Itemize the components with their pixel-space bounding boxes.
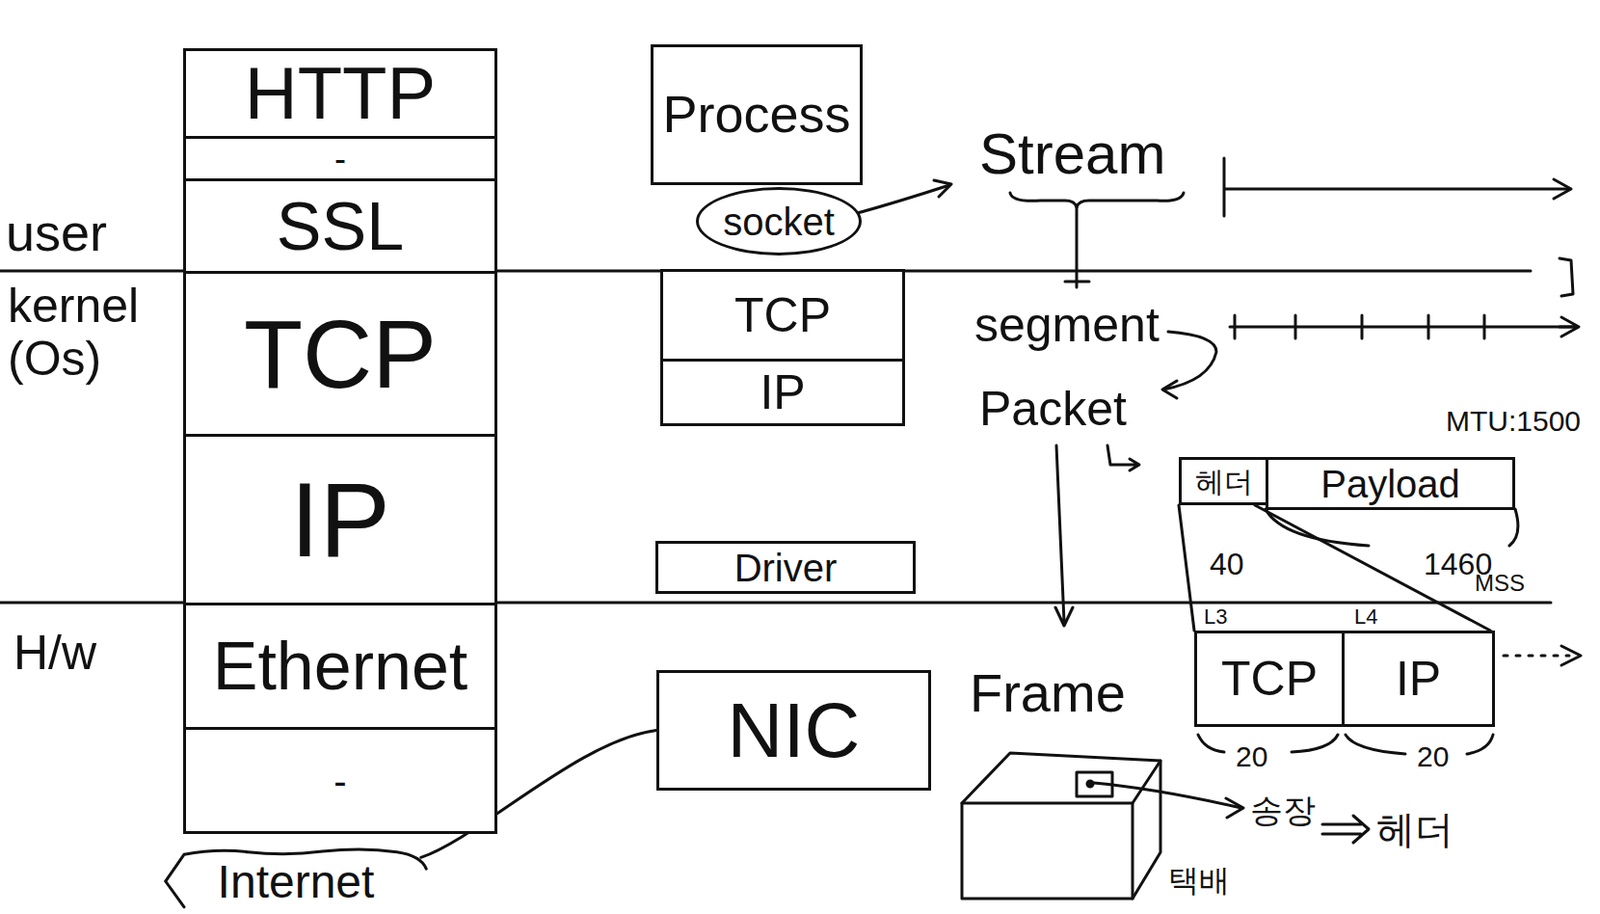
implies-arrow: [1322, 815, 1369, 843]
internet-cloud: Internet: [162, 848, 429, 908]
node-text: IP: [1395, 652, 1441, 706]
size-brace: [1198, 734, 1338, 752]
protocol-layer: SSL: [183, 178, 498, 274]
node-text: Internet: [217, 858, 375, 906]
layer-label: H/w: [13, 626, 97, 680]
analogy-label: 헤더: [1376, 807, 1454, 851]
stream-arrow: [1224, 158, 1570, 216]
stream-brace: [1010, 192, 1184, 208]
arrow-head: [1226, 798, 1244, 818]
node-text: -: [333, 761, 347, 800]
arrow-head: [1162, 380, 1177, 399]
unit-label: Frame: [969, 663, 1126, 723]
unit-label: Stream: [979, 122, 1166, 187]
size-number: 20: [1416, 740, 1449, 773]
process-box: Process: [650, 44, 863, 186]
analogy-label: 택배: [1168, 863, 1230, 898]
label-arrow: [1093, 782, 1242, 808]
node-text: Ethernet: [213, 632, 469, 700]
node-text: Process: [662, 85, 851, 143]
nic-box: NIC: [656, 669, 932, 791]
layer-label: kernel (Os): [7, 279, 162, 386]
size-note: MTU:1500: [1445, 404, 1581, 437]
node-text: IP: [759, 366, 805, 420]
arrow-head: [1559, 317, 1579, 337]
arrow-head: [1553, 179, 1572, 199]
protocol-layer: TCP: [183, 270, 498, 437]
cloud-outline-path: [165, 849, 427, 907]
arrow-head: [933, 180, 952, 197]
size-number: 40: [1209, 547, 1245, 582]
size-number: 20: [1235, 740, 1268, 773]
ip-box: IP: [660, 358, 906, 427]
payload-brace: [1265, 508, 1519, 546]
segment-arrow: [1229, 315, 1575, 339]
packet-frame-arrow: [1055, 445, 1073, 626]
split-line: [1065, 207, 1090, 288]
frame-ip-cell: IP: [1341, 630, 1495, 727]
node-text: TCP: [243, 305, 437, 402]
node-text: -: [334, 141, 347, 177]
frame-tcp-cell: TCP: [1194, 630, 1345, 727]
continuation-arrow: [1503, 654, 1570, 658]
unit-label: Packet: [979, 382, 1127, 436]
node-text: TCP: [734, 289, 831, 343]
layer-tag: L4: [1354, 606, 1378, 628]
node-text: 헤더: [1195, 465, 1254, 498]
tcp-box: TCP: [660, 268, 906, 362]
protocol-layer: -: [183, 135, 498, 182]
connector: [1178, 505, 1195, 631]
protocol-layer: HTTP: [183, 48, 498, 139]
parcel-box-top: [961, 752, 1161, 803]
packet-pointer: [1107, 445, 1140, 471]
analogy-label: 송장: [1250, 792, 1316, 828]
node-text: SSL: [276, 192, 404, 261]
shipping-label-dot: [1087, 780, 1094, 787]
node-text: NIC: [727, 688, 861, 774]
socket-ellipse: socket: [695, 186, 862, 256]
layer-label: user: [5, 204, 107, 262]
unit-label: segment: [974, 298, 1160, 352]
node-text: HTTP: [244, 56, 436, 131]
socket-arrow: [853, 185, 950, 214]
node-text: Driver: [734, 546, 838, 589]
node-text: socket: [722, 200, 835, 243]
node-text: IP: [290, 466, 391, 573]
arrow-head: [1561, 645, 1581, 666]
size-note: MSS: [1474, 570, 1525, 596]
header-cell: 헤더: [1178, 456, 1269, 506]
bracket: [1559, 258, 1574, 296]
node-text: Payload: [1320, 462, 1461, 506]
segment-packet-arrow: [1163, 331, 1217, 390]
protocol-layer: IP: [183, 433, 498, 606]
node-text: TCP: [1221, 652, 1318, 706]
protocol-layer: Ethernet: [183, 602, 498, 730]
protocol-layer: -: [183, 726, 498, 834]
parcel-box-side: [1132, 760, 1161, 899]
payload-cell: Payload: [1265, 456, 1516, 510]
parcel-box-front: [961, 802, 1133, 899]
driver-box: Driver: [655, 540, 916, 594]
layer-tag: L3: [1203, 606, 1227, 628]
